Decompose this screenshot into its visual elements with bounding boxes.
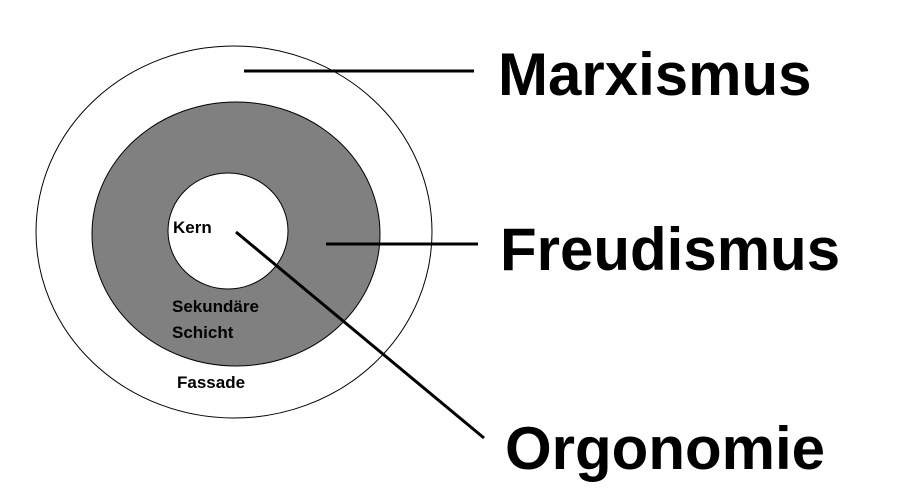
secondary-label-line1: Sekundäre xyxy=(172,297,259,316)
core-label: Kern xyxy=(173,218,212,237)
facade-label: Fassade xyxy=(177,373,245,392)
freudism-label: Freudismus xyxy=(500,216,840,283)
core-circle xyxy=(167,172,289,290)
orgonomy-pointer-line xyxy=(235,230,485,440)
orgonomy-label: Orgonomie xyxy=(505,415,825,482)
secondary-label-line2: Schicht xyxy=(172,323,234,342)
marxism-label: Marxismus xyxy=(498,41,811,108)
